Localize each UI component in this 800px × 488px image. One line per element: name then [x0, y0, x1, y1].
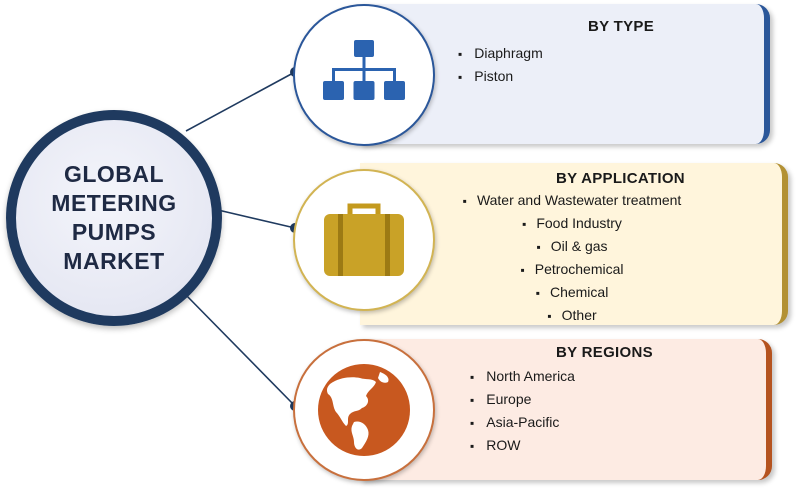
globe-icon [318, 364, 410, 456]
connector-regions [183, 292, 296, 407]
list-item: ROW [470, 434, 575, 457]
list-item: Diaphragm [458, 42, 542, 65]
briefcase-icon [324, 203, 404, 276]
list-item: Water and Wastewater treatment [372, 189, 772, 212]
type-list: Diaphragm Piston [458, 42, 543, 88]
regions-list: North America Europe Asia-Pacific ROW [470, 365, 575, 457]
center-circle: GLOBAL METERING PUMPS MARKET [6, 110, 222, 326]
center-title-line: PUMPS [71, 219, 157, 245]
panel-title-application: BY APPLICATION [556, 170, 685, 187]
list-item: Piston [458, 65, 543, 88]
list-item: Chemical [372, 281, 772, 304]
list-item: Asia-Pacific [470, 411, 575, 434]
panel-by-regions: BY REGIONS North America Europe Asia-Pac… [360, 339, 772, 480]
application-list: Water and Wastewater treatment Food Indu… [372, 189, 772, 327]
panel-title-regions: BY REGIONS [556, 344, 653, 361]
connector-type [185, 71, 296, 132]
application-icon-circle [293, 169, 435, 311]
list-item: North America [470, 365, 575, 388]
type-icon-circle [293, 4, 435, 146]
regions-icon-circle [293, 339, 435, 481]
connector-application [217, 209, 296, 229]
list-item: Other [372, 304, 772, 327]
center-title-line: MARKET [63, 248, 165, 274]
panel-title-type: BY TYPE [588, 18, 655, 35]
list-item: Europe [470, 388, 575, 411]
hierarchy-icon [323, 40, 405, 100]
list-item: Oil & gas [372, 235, 772, 258]
center-title-line: METERING [51, 190, 177, 216]
list-item: Petrochemical [372, 258, 772, 281]
center-title: GLOBAL METERING PUMPS MARKET [39, 160, 189, 276]
list-item: Food Industry [372, 212, 772, 235]
center-title-line: GLOBAL [63, 161, 165, 187]
